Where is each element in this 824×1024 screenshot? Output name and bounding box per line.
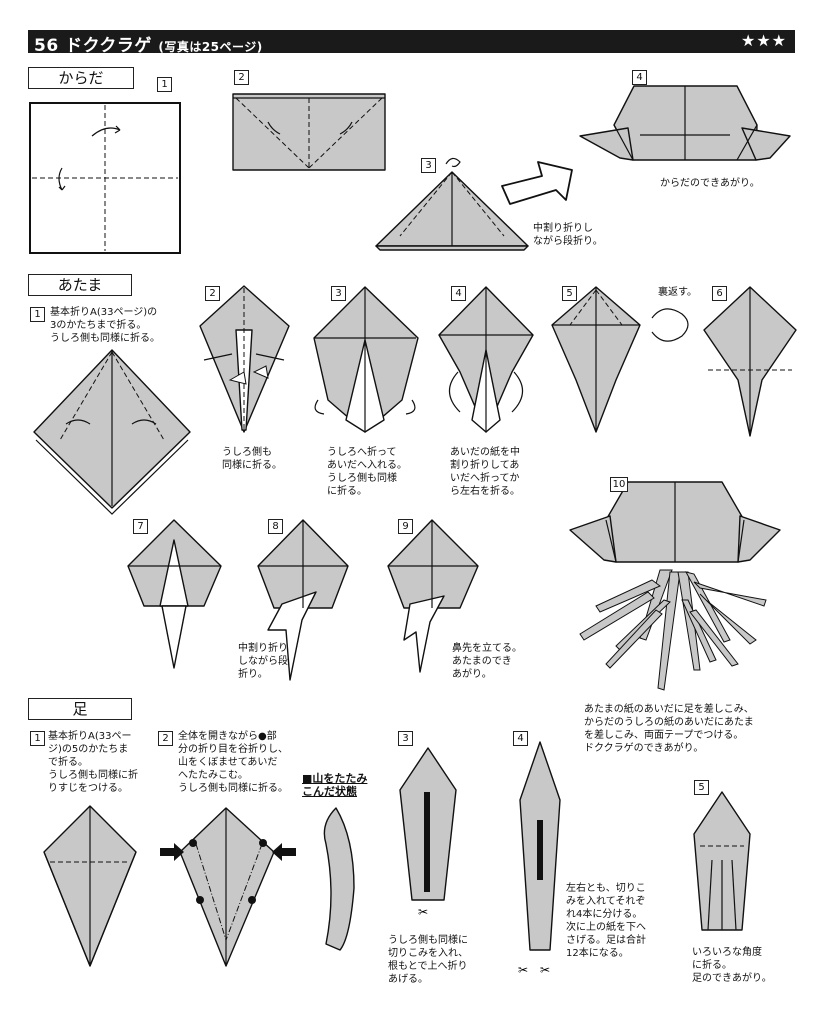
head-step4-caption: あいだの紙を中 割り折りしてあ いだへ折ってか ら左右を折る。 [450, 447, 520, 497]
body-step-number-3: 3 [421, 158, 436, 173]
head-step2 [199, 285, 290, 433]
body-step1-square [29, 102, 181, 254]
head-step1-caption: 基本折りA(33ページ)の 3のかたちまで折る。 うしろ側も同様に折る。 [50, 307, 160, 344]
flip-caption: 裏返す。 [658, 287, 697, 298]
section-head-label: あたま [28, 274, 132, 296]
body-step4-shape [579, 85, 791, 161]
flip-arrow-icon [651, 308, 689, 342]
body-step-number-1: 1 [157, 77, 172, 92]
legs-step3-caption: うしろ側も同様に 切りこみを入れ、 根もとで上へ折り あげる。 [388, 935, 469, 985]
legs-step-number-2: 2 [158, 731, 173, 746]
body-step4-caption: からだのできあがり。 [660, 178, 760, 189]
head-step-number-1: 1 [30, 307, 45, 322]
legs-step1 [43, 805, 137, 967]
head-step10-caption: あたまの紙のあいだに足を差しこみ、 からだのうしろの紙のあいだにあたま を差しこ… [584, 704, 754, 754]
legs-step-number-5: 5 [694, 780, 709, 795]
legs-inset-shape [323, 807, 355, 951]
head-step1-diamond [33, 349, 191, 515]
svg-text:✂: ✂ [418, 905, 428, 919]
head-step2-caption: うしろ側も 同様に折る。 [222, 447, 282, 471]
head-step-number-8: 8 [268, 519, 283, 534]
head-step-number-9: 9 [398, 519, 413, 534]
head-step-number-5: 5 [562, 286, 577, 301]
difficulty-stars: ★★★ [740, 31, 787, 50]
head-step8-caption: 中割り折り しながら段 折り。 [238, 643, 288, 680]
head-step6 [703, 286, 797, 437]
head-step-number-10: 10 [610, 477, 628, 492]
body-step-number-2: 2 [234, 70, 249, 85]
legs-step2-caption: 全体を開きながら●部 分の折り目を谷折りし、 山をくぼませてあいだ へたたみこむ… [178, 731, 288, 794]
legs-step5-caption: いろいろな角度 に折る。 足のできあがり。 [692, 947, 772, 984]
legs-step2 [160, 807, 296, 967]
head-step9 [387, 519, 479, 673]
legs-step1-caption: 基本折りA(33ペー ジ)の5のかたちま で折る。 うしろ側も同様に折 りすじを… [48, 731, 138, 794]
svg-text:✂: ✂ [518, 963, 528, 977]
head-step-number-4: 4 [451, 286, 466, 301]
page-title: 56 ドククラゲ (写真は25ページ) [34, 36, 263, 56]
legs-inset-caption: ■山をたたみ こんだ状態 [302, 772, 368, 798]
body-step3-caption: 中割り折りし ながら段折り。 [533, 223, 603, 247]
head-step10-jellyfish [569, 481, 781, 691]
head-step4 [438, 286, 534, 433]
head-step8 [257, 519, 349, 681]
head-step-number-2: 2 [205, 286, 220, 301]
head-step-number-6: 6 [712, 286, 727, 301]
legs-step4-caption: 左右とも、切りこ みを入れてそれぞ れ4本に分ける。 次に上の紙を下へ さげる。… [566, 883, 646, 959]
head-step3 [313, 286, 419, 433]
head-step7 [127, 519, 222, 669]
head-step-number-7: 7 [133, 519, 148, 534]
head-step3-caption: うしろへ折って あいだへ入れる。 うしろ側も同様 に折る。 [327, 447, 407, 497]
svg-text:✂: ✂ [540, 963, 550, 977]
legs-step-number-4: 4 [513, 731, 528, 746]
body-step3-triangle [375, 157, 529, 251]
section-body-label: からだ [28, 67, 134, 89]
head-step-number-3: 3 [331, 286, 346, 301]
legs-step3: ✂ [399, 747, 457, 919]
legs-step-number-3: 3 [398, 731, 413, 746]
title-bar: 56 ドククラゲ (写真は25ページ) ★★★ [28, 30, 795, 56]
section-legs-label: 足 [28, 698, 132, 720]
legs-step-number-1: 1 [30, 731, 45, 746]
head-step5 [551, 286, 641, 433]
legs-step4: ✂ ✂ [518, 741, 561, 977]
transition-arrow [501, 161, 573, 205]
legs-step5 [693, 791, 751, 931]
body-step-number-4: 4 [632, 70, 647, 85]
body-step2-rect [232, 93, 386, 171]
head-step9-caption: 鼻先を立てる。 あたまのでき あがり。 [452, 643, 522, 680]
